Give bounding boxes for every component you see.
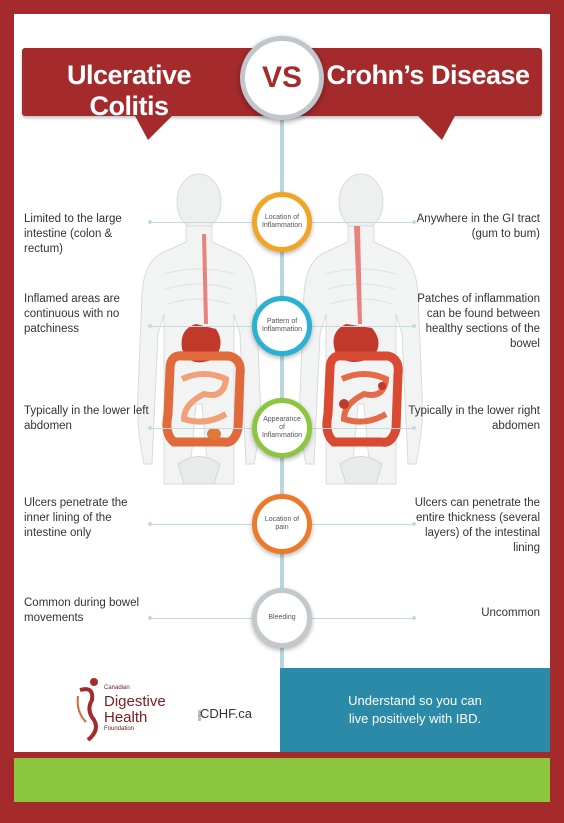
category-appearance-of-inflammation: Appearance of Inflammation xyxy=(252,398,312,458)
connector-dot xyxy=(412,616,416,620)
logo-text-digestive: Digestive xyxy=(104,693,166,710)
category-location-of-inflammation: Location of Inflammation xyxy=(252,192,312,252)
category-pattern-of-inflammation: Pattern of Inflammation xyxy=(252,296,312,356)
website-link[interactable]: CDHF.ca xyxy=(200,706,253,721)
logo-text-canadian: Canadian xyxy=(104,685,130,691)
connector-line xyxy=(152,222,252,223)
uc-appearance-text: Typically in the lower left abdomen xyxy=(24,405,149,432)
title-crohns-disease: Crohn’s Disease xyxy=(326,60,530,90)
connector-line xyxy=(312,618,412,619)
crohns-pattern-text: Patches of inflammation can be found bet… xyxy=(417,293,540,350)
connector-line xyxy=(312,326,412,327)
connector-line xyxy=(152,326,252,327)
center-timeline xyxy=(280,120,284,668)
connector-line xyxy=(312,222,412,223)
crohns-bleeding-text: Uncommon xyxy=(481,607,540,619)
connector-line xyxy=(152,428,252,429)
connector-dot xyxy=(412,220,416,224)
category-bleeding: Bleeding xyxy=(252,588,312,648)
footer-tagline: Understand so you can live positively wi… xyxy=(280,668,550,752)
title-ulcerative-colitis: Ulcerative Colitis xyxy=(66,60,192,121)
category-location-of-pain: Location of pain xyxy=(252,494,312,554)
green-footer-band xyxy=(14,758,550,802)
uc-pain-text: Ulcers penetrate the inner lining of the… xyxy=(24,497,128,539)
connector-dot xyxy=(148,324,152,328)
logo-text-foundation: Foundation xyxy=(104,726,135,732)
logo-text-health: Health xyxy=(104,709,148,726)
tagline-line-2: live positively with IBD. xyxy=(348,711,482,726)
connector-dot xyxy=(412,522,416,526)
banner-tail-left xyxy=(134,114,174,140)
uc-location-text: Limited to the large intestine (colon & … xyxy=(24,213,122,255)
body-illustration-right xyxy=(299,173,423,485)
connector-line xyxy=(152,618,252,619)
uc-bleeding-text: Common during bowel movements xyxy=(24,597,140,624)
crohns-pain-text: Ulcers can penetrate the entire thicknes… xyxy=(414,497,540,554)
connector-dot xyxy=(148,220,152,224)
vs-badge: VS xyxy=(240,36,324,120)
connector-dot xyxy=(412,426,416,430)
connector-dot xyxy=(148,522,152,526)
connector-dot xyxy=(148,426,152,430)
body-illustration-left xyxy=(137,173,261,485)
connector-dot xyxy=(412,324,416,328)
connector-dot xyxy=(148,616,152,620)
uc-pattern-text: Inflamed areas are continuous with no pa… xyxy=(24,293,120,335)
infographic-panel: Ulcerative Colitis Crohn’s Disease VS Lo… xyxy=(14,14,550,668)
footer-logo-area: Canadian Digestive Health Foundation www… xyxy=(14,668,280,752)
cdhf-logo-icon xyxy=(76,678,98,742)
vs-label: VS xyxy=(261,61,303,94)
connector-line xyxy=(152,524,252,525)
crohns-appearance-text: Typically in the lower right abdomen xyxy=(408,405,540,432)
crohns-location-text: Anywhere in the GI tract (gum to bum) xyxy=(416,213,540,240)
connector-line xyxy=(312,524,412,525)
banner-tail-right xyxy=(416,114,456,140)
connector-line xyxy=(312,428,412,429)
tagline-line-1: Understand so you can xyxy=(348,693,482,708)
